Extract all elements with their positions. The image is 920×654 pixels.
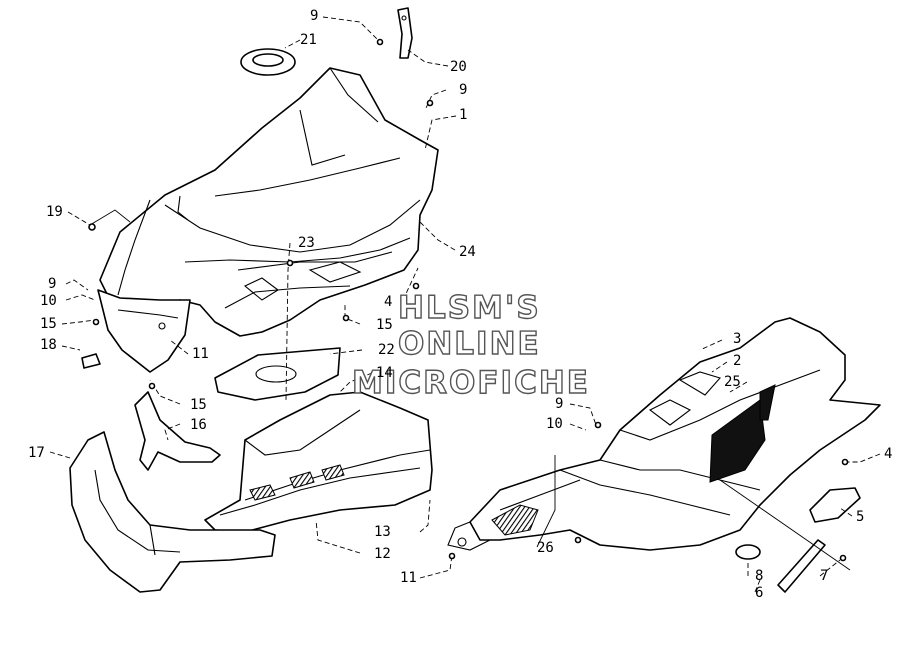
callout-9: 9 [459, 82, 468, 98]
callout-5: 5 [856, 509, 865, 525]
callout-17: 17 [28, 445, 45, 461]
watermark-line-1: HLSM'S [397, 289, 541, 326]
callout-15: 15 [376, 317, 393, 333]
callout-16: 16 [190, 417, 207, 433]
strip-part-6 [777, 539, 826, 593]
bracket-part-16 [134, 391, 221, 471]
callout-24: 24 [459, 244, 476, 260]
bracket-part-20 [397, 7, 413, 59]
callout-15: 15 [40, 316, 57, 332]
callout-26: 26 [537, 540, 554, 556]
callout-8: 8 [755, 568, 764, 584]
cover-part-5 [809, 487, 861, 523]
leader-lines [49, 16, 881, 593]
callout-6: 6 [755, 585, 764, 601]
callout-9: 9 [310, 8, 319, 24]
belly-pan-part-14 [204, 391, 433, 533]
callout-10: 10 [40, 293, 57, 309]
callout-12: 12 [374, 546, 391, 562]
grommet-part-21 [240, 48, 296, 76]
plate-part-22 [214, 347, 341, 401]
callout-18: 18 [40, 337, 57, 353]
side-bezel-part-11 [97, 289, 191, 373]
watermark-line-2: ONLINE [397, 325, 541, 362]
clip-part-18 [81, 353, 101, 369]
callout-11: 11 [192, 346, 209, 362]
callout-4: 4 [384, 294, 393, 310]
callout-14: 14 [376, 365, 393, 381]
callout-11: 11 [400, 570, 417, 586]
callout-3: 3 [733, 331, 742, 347]
callout-25: 25 [724, 374, 741, 390]
callout-9: 9 [555, 396, 564, 412]
nose-part-17 [69, 431, 276, 593]
callout-7: 7 [820, 568, 829, 584]
callout-15: 15 [190, 397, 207, 413]
callout-4: 4 [884, 446, 893, 462]
fasteners [88, 38, 849, 562]
callout-13: 13 [374, 524, 391, 540]
callout-22: 22 [378, 342, 395, 358]
callout-19: 19 [46, 204, 63, 220]
callout-1: 1 [459, 107, 468, 123]
plug-part-8 [735, 544, 761, 560]
hood-part-1 [99, 67, 439, 337]
callout-21: 21 [300, 32, 317, 48]
watermark-line-3: MICROFICHE [351, 364, 590, 401]
callout-23: 23 [298, 235, 315, 251]
callout-10: 10 [546, 416, 563, 432]
callout-20: 20 [450, 59, 467, 75]
callout-9: 9 [48, 276, 57, 292]
belly-pan-part-2 [447, 317, 881, 551]
callout-2: 2 [733, 353, 742, 369]
